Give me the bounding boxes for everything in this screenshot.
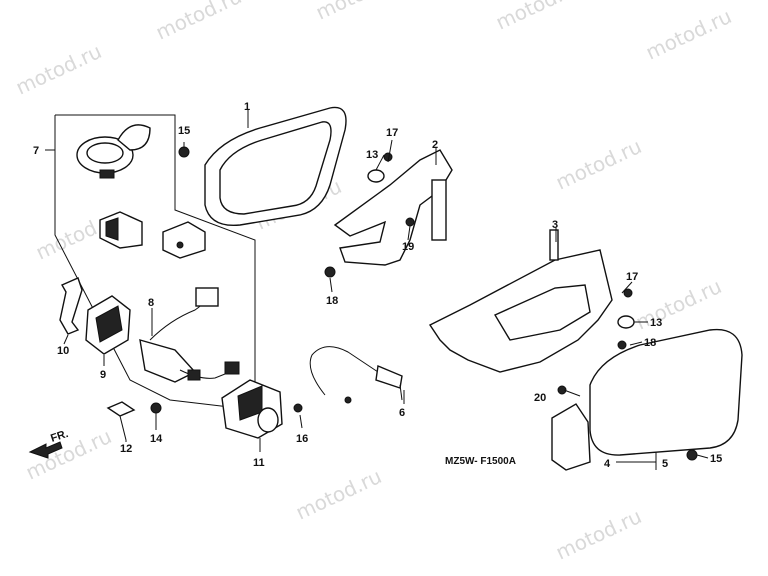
grommet-13-top <box>367 152 393 183</box>
screw-16 <box>293 403 303 429</box>
callout-11: 11 <box>253 457 265 469</box>
callout-10: 10 <box>57 345 69 357</box>
bolt-15-top <box>178 146 190 158</box>
callout-8: 8 <box>148 297 154 309</box>
cap-part <box>76 124 151 179</box>
svg-text:motod.ru: motod.ru <box>642 4 735 65</box>
callout-12: 12 <box>120 443 132 455</box>
callout-5: 5 <box>662 458 668 470</box>
callout-14: 14 <box>150 433 163 445</box>
svg-text:FR.: FR. <box>49 428 70 445</box>
callout-17-top: 17 <box>386 127 398 139</box>
callout-3: 3 <box>552 219 558 231</box>
callout-7: 7 <box>33 145 39 157</box>
switch-9 <box>85 295 131 355</box>
svg-text:motod.ru: motod.ru <box>152 0 245 45</box>
svg-text:motod.ru: motod.ru <box>552 504 645 565</box>
callout-15-top: 15 <box>178 125 190 137</box>
callout-18-left: 18 <box>326 295 338 307</box>
callout-6: 6 <box>399 407 405 419</box>
key-12 <box>106 401 136 441</box>
fasteners-right <box>617 288 635 350</box>
stay-2 <box>333 149 453 266</box>
bracket-10 <box>59 277 83 335</box>
bolt-15-bottom <box>686 449 698 461</box>
bolt-18-left <box>324 266 336 278</box>
callout-9: 9 <box>100 369 106 381</box>
svg-text:motod.ru: motod.ru <box>312 0 405 25</box>
block-part <box>162 221 206 259</box>
cover-4 <box>551 328 743 471</box>
svg-text:motod.ru: motod.ru <box>292 464 385 525</box>
callout-1: 1 <box>244 101 250 113</box>
front-direction-arrow: FR. <box>28 428 70 459</box>
callout-13-top: 13 <box>366 149 378 161</box>
switch-11 <box>221 379 283 439</box>
svg-text:motod.ru: motod.ru <box>492 0 585 35</box>
boot-part <box>99 211 143 249</box>
svg-text:motod.ru: motod.ru <box>552 134 645 195</box>
callout-17-right: 17 <box>626 271 638 283</box>
callout-15-bottom: 15 <box>710 453 722 465</box>
bolt-20 <box>557 385 581 397</box>
cover-1 <box>204 106 347 227</box>
callout-16: 16 <box>296 433 308 445</box>
callout-4: 4 <box>604 458 611 470</box>
callout-13-right: 13 <box>650 317 662 329</box>
callout-labels: 1 2 3 4 5 6 7 8 9 10 11 12 13 13 14 15 1… <box>33 101 722 470</box>
diagram-code: MZ5W- F1500A <box>445 456 516 467</box>
callout-2: 2 <box>432 139 438 151</box>
callout-20: 20 <box>534 392 546 404</box>
callout-leaders <box>63 110 709 470</box>
cable-6 <box>309 346 403 404</box>
svg-text:motod.ru: motod.ru <box>12 39 105 100</box>
svg-text:motod.ru: motod.ru <box>632 274 725 335</box>
callout-19: 19 <box>402 241 414 253</box>
harness-8 <box>139 287 240 383</box>
bolt-14 <box>150 402 162 430</box>
bracket-3 <box>428 229 613 373</box>
callout-18-right: 18 <box>644 337 656 349</box>
